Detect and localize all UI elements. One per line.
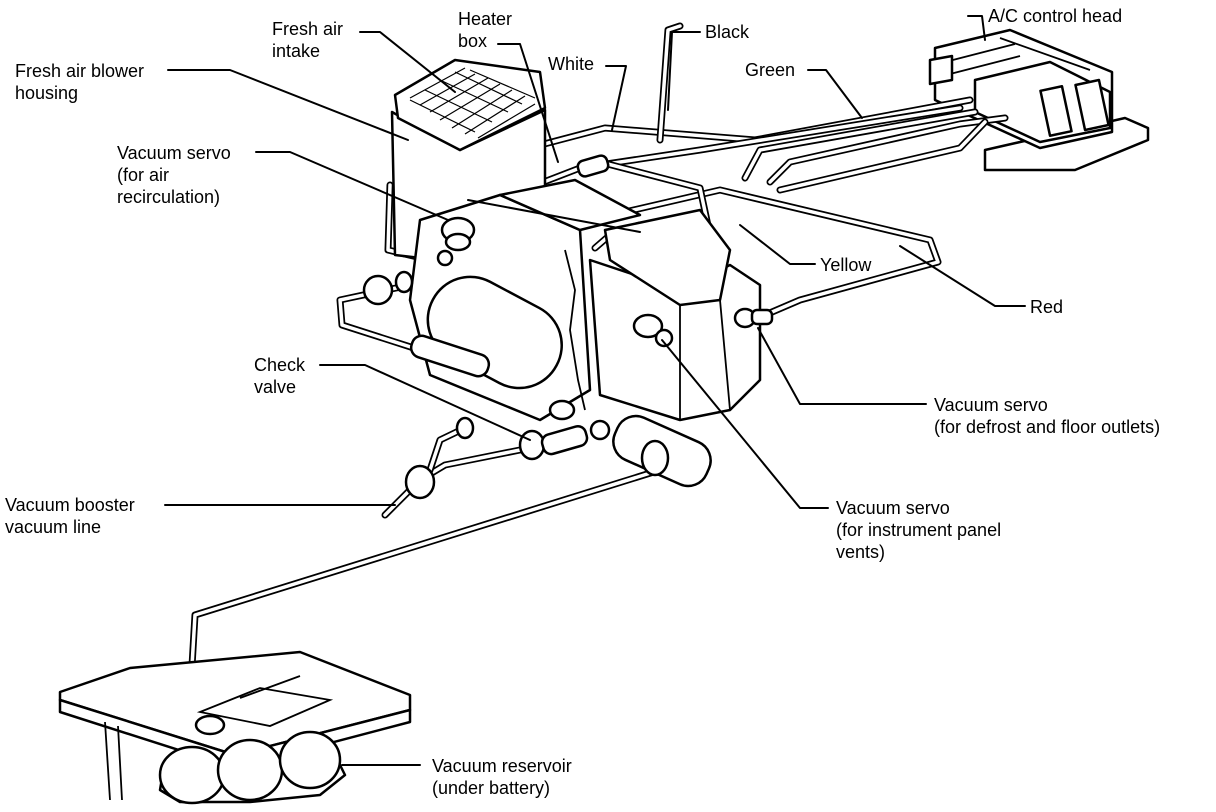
- leader-check-valve: [319, 364, 531, 441]
- label-vacuum-servo-instrument-line-2: (for instrument panel: [836, 520, 1002, 540]
- leader-vacuum-servo-instrument: [661, 339, 829, 509]
- leader-ac-control-head: [967, 15, 986, 41]
- label-green: Green: [745, 59, 795, 81]
- label-vacuum-servo-instrument-line-1: Vacuum servo: [836, 498, 950, 518]
- leader-white: [605, 65, 627, 131]
- leader-recirc-servo-cable: [467, 199, 641, 233]
- label-vacuum-reservoir-line-1: Vacuum reservoir: [432, 756, 572, 776]
- vacuum-reservoir-drawing: [58, 650, 412, 805]
- leader-red: [899, 245, 1026, 307]
- leader-yellow: [739, 224, 816, 265]
- servo-fittings: [362, 154, 774, 500]
- leader-lines: [164, 15, 1026, 766]
- label-heater-box-line-2: box: [458, 31, 488, 51]
- label-black-line-1: Black: [705, 22, 750, 42]
- label-white-line-1: White: [548, 54, 595, 74]
- label-vacuum-servo-air-recirc-line-2: (for air: [117, 165, 170, 185]
- label-ac-control-head: A/C control head: [988, 5, 1122, 27]
- label-vacuum-booster-line-line-1: Vacuum booster: [5, 495, 135, 515]
- label-white: White: [548, 53, 594, 75]
- leader-vacuum-servo-air-recirc: [255, 151, 449, 221]
- leader-green: [807, 69, 863, 119]
- label-check-valve-line-1: Check: [254, 355, 306, 375]
- label-heater-box-line-1: Heater: [458, 9, 513, 29]
- label-vacuum-servo-air-recirc-line-3: recirculation): [117, 187, 221, 207]
- label-vacuum-reservoir: Vacuum reservoir(under battery): [432, 755, 572, 799]
- label-fresh-air-blower-housing-line-1: Fresh air blower: [15, 61, 145, 81]
- leader-heater-box: [497, 43, 559, 163]
- label-yellow: Yellow: [820, 254, 871, 276]
- label-black: Black: [705, 21, 749, 43]
- label-vacuum-reservoir-line-2: (under battery): [432, 778, 551, 798]
- leader-fresh-air-blower-housing: [167, 69, 409, 141]
- label-vacuum-servo-defrost-line-2: (for defrost and floor outlets): [934, 417, 1161, 437]
- label-red-line-1: Red: [1030, 297, 1064, 317]
- label-fresh-air-blower-housing-line-2: housing: [15, 83, 79, 103]
- label-vacuum-servo-air-recirc-line-1: Vacuum servo: [117, 143, 231, 163]
- leader-vacuum-servo-defrost: [757, 327, 927, 405]
- label-check-valve-line-2: valve: [254, 377, 297, 397]
- label-yellow-line-1: Yellow: [820, 255, 872, 275]
- label-vacuum-booster-line-line-2: vacuum line: [5, 517, 102, 537]
- label-ac-control-head-line-1: A/C control head: [988, 6, 1123, 26]
- label-vacuum-servo-instrument-line-3: vents): [836, 542, 886, 562]
- label-vacuum-servo-defrost: Vacuum servo(for defrost and floor outle…: [934, 394, 1160, 438]
- label-red: Red: [1030, 296, 1063, 318]
- label-fresh-air-intake-line-2: intake: [272, 41, 321, 61]
- leader-black: [667, 31, 701, 111]
- label-fresh-air-intake-line-1: Fresh air: [272, 19, 344, 39]
- label-vacuum-servo-defrost-line-1: Vacuum servo: [934, 395, 1048, 415]
- leader-fresh-air-intake: [359, 31, 456, 93]
- label-green-line-1: Green: [745, 60, 796, 80]
